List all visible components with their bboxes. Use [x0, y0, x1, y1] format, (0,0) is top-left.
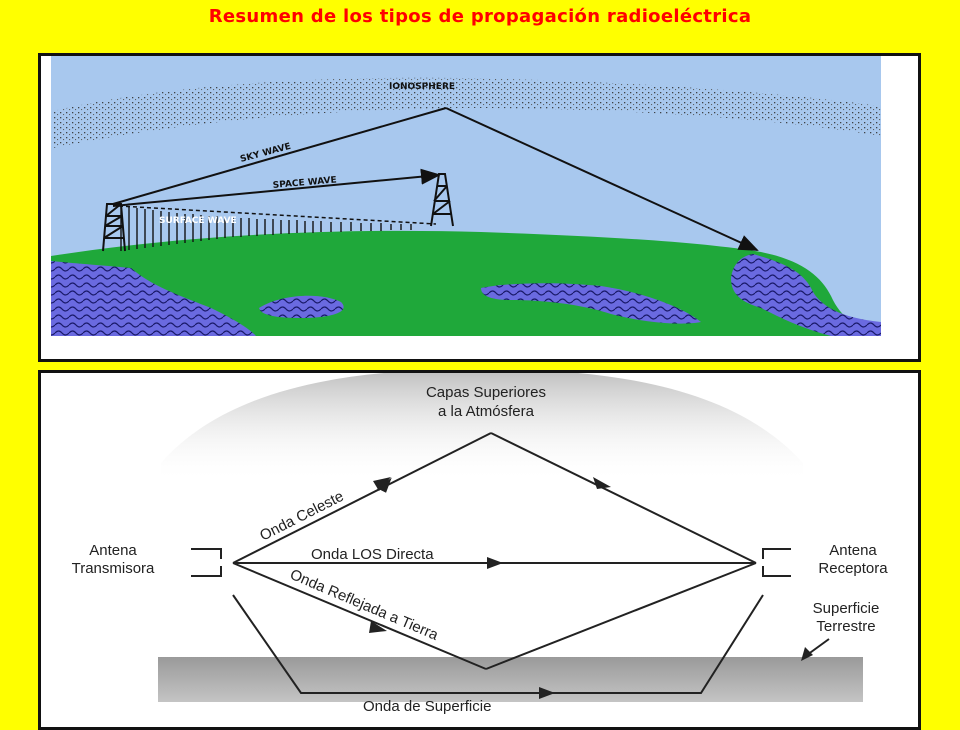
earth-surface-pointer-head	[801, 647, 813, 661]
bay	[481, 283, 701, 324]
sky-wave-up	[232, 432, 492, 564]
reflected-label: Onda Reflejada a Tierra	[287, 566, 441, 644]
surface-wave-label: SURFACE WAVE	[159, 216, 237, 226]
reflected-arrow	[369, 621, 387, 633]
propagation-diagram: Capas Superiores a la Atmósfera	[72, 373, 888, 715]
reflected-ray-up	[485, 562, 757, 670]
reflected-ray-down	[232, 562, 487, 670]
direct-los-label: Onda LOS Directa	[311, 546, 434, 563]
earth-surface-label-line1: Superficie	[813, 600, 880, 617]
earth-surface-label-line2: Terrestre	[816, 618, 875, 635]
direct-los-arrow	[487, 557, 503, 569]
upper-layers-label-line1: Capas Superiores	[426, 384, 546, 401]
lake	[259, 295, 344, 318]
sky-wave-arrow-up	[373, 477, 391, 491]
propagation-diagram-panel: Capas Superiores a la Atmósfera	[38, 370, 921, 730]
tx-antenna-label-line2: Transmisora	[72, 560, 155, 577]
rx-antenna-label-line1: Antena	[829, 542, 877, 559]
sky-wave-arrow-down	[593, 477, 611, 489]
tx-antenna-label-line1: Antena	[89, 542, 137, 559]
rx-antenna-label-line2: Receptora	[818, 560, 888, 577]
sky-wave-down	[490, 432, 757, 564]
surface-wave-label: Onda de Superficie	[363, 698, 491, 715]
rx-antenna	[762, 548, 791, 577]
sky-wave-down-ray	[445, 107, 759, 251]
propagation-illustration: IONOSPHERE	[51, 56, 881, 336]
earth-surface	[158, 657, 863, 702]
water-left	[51, 261, 256, 336]
water-right	[731, 254, 881, 336]
tx-antenna	[191, 548, 222, 577]
sky-wave-up-ray	[112, 107, 447, 205]
surface-wave-ray	[232, 594, 764, 694]
ionosphere-band	[53, 77, 881, 148]
surface-wave-hatch	[120, 206, 412, 251]
sky-wave-label: Onda Celeste	[257, 488, 346, 545]
earth-surface-pointer	[806, 638, 830, 656]
ionosphere-label: IONOSPHERE	[389, 82, 455, 92]
propagation-illustration-panel: IONOSPHERE	[38, 53, 921, 362]
upper-layers-label-line2: a la Atmósfera	[438, 403, 535, 420]
space-wave-ray	[112, 168, 441, 207]
page-title: Resumen de los tipos de propagación radi…	[208, 6, 752, 27]
upper-atmosphere-layer	[161, 373, 803, 483]
receiver-tower	[430, 173, 454, 227]
surface-wave-top-line	[118, 205, 437, 225]
surface-wave-arrow	[539, 687, 555, 699]
